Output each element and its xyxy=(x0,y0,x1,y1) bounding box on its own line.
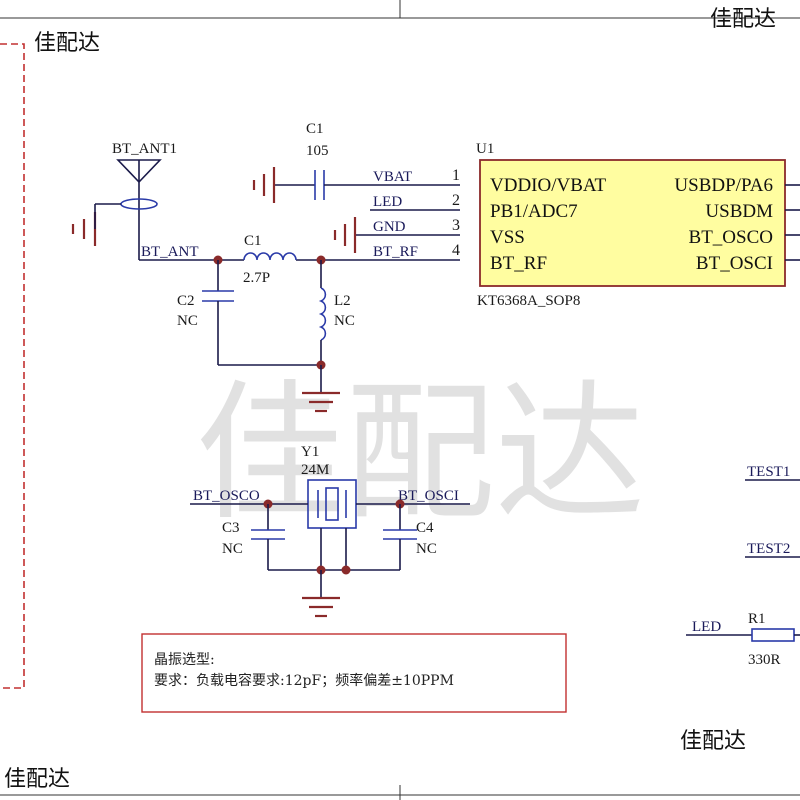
l2-ref: L2 xyxy=(334,293,351,309)
junction-crystal-gnd-2 xyxy=(341,565,351,575)
note-line-1: 晶振选型: xyxy=(154,652,215,668)
u1-pin-label-7: USBDM xyxy=(705,201,773,222)
c4-value: NC xyxy=(416,541,437,557)
net-label-bt-osco: BT_OSCO xyxy=(193,488,260,504)
y1-ref: Y1 xyxy=(301,444,319,460)
ground-symbol-2 xyxy=(302,570,340,618)
u1-pin-label-3: VSS xyxy=(490,227,525,248)
l1-ref: C1 xyxy=(244,233,262,249)
r1-ref: R1 xyxy=(748,611,766,627)
watermark-bottom-left: 佳配达 xyxy=(4,767,70,792)
u1-pin-label-4: BT_RF xyxy=(490,253,547,274)
l1-value: 2.7P xyxy=(243,270,270,286)
capacitor-c1: C1 105 xyxy=(252,121,460,203)
chip-u1: U1 VDDIO/VBAT PB1/ADC7 VSS BT_RF USBDP/P… xyxy=(476,141,800,309)
left-dashed-box xyxy=(0,43,25,689)
center-watermark: 佳配达 xyxy=(195,367,645,541)
u1-pin-num-3: 3 xyxy=(452,217,460,234)
antenna-symbol: BT_ANT1 xyxy=(71,141,177,260)
capacitor-c4: C4 NC xyxy=(383,504,437,570)
net-label-bt-rf: BT_RF xyxy=(373,244,418,260)
inductor-l2: L2 NC xyxy=(318,260,355,365)
bt-ant-net-label: BT_ANT xyxy=(141,244,199,260)
c4-ref: C4 xyxy=(416,520,434,536)
watermark-top-right: 佳配达 xyxy=(710,7,776,32)
u1-pin-num-1: 1 xyxy=(452,167,460,184)
u1-pin-num-2: 2 xyxy=(452,192,460,209)
capacitor-c2: C2 NC xyxy=(177,260,234,365)
u1-pin-label-2: PB1/ADC7 xyxy=(490,201,578,222)
c3-ref: C3 xyxy=(222,520,240,536)
antenna-ref: BT_ANT1 xyxy=(112,141,177,157)
capacitor-c3: C3 NC xyxy=(222,504,285,570)
net-label-test1: TEST1 xyxy=(747,464,790,480)
resistor-r1: LED R1 330R xyxy=(686,611,800,668)
crystal-note-box: 晶振选型: 要求：负载电容要求:12pF；频率偏差±10PPM xyxy=(141,633,567,713)
c1-value: 105 xyxy=(306,143,329,159)
u1-part-name: KT6368A_SOP8 xyxy=(477,293,580,309)
inductor-l1: C1 2.7P xyxy=(243,233,297,286)
u1-pin-num-4: 4 xyxy=(452,242,460,259)
u1-pin-label-8: USBDP/PA6 xyxy=(674,175,773,196)
net-label-test2: TEST2 xyxy=(747,541,790,557)
u1-pin-label-5: BT_OSCI xyxy=(696,253,773,274)
watermark-top-left: 佳配达 xyxy=(34,31,100,56)
c2-value: NC xyxy=(177,313,198,329)
u1-ref: U1 xyxy=(476,141,494,157)
l2-value: NC xyxy=(334,313,355,329)
note-line-2: 要求：负载电容要求:12pF；频率偏差±10PPM xyxy=(154,672,454,689)
u1-body xyxy=(479,159,786,287)
net-label-led-r1: LED xyxy=(692,619,721,635)
c3-value: NC xyxy=(222,541,243,557)
net-label-led: LED xyxy=(373,194,402,210)
net-label-gnd: GND xyxy=(373,219,406,235)
ground-symbol-1 xyxy=(302,365,340,413)
c1-ref: C1 xyxy=(306,121,324,137)
u1-pin-label-6: BT_OSCO xyxy=(689,227,773,248)
gnd-net xyxy=(333,217,460,253)
r1-value: 330R xyxy=(748,652,781,668)
y1-value: 24M xyxy=(301,462,329,478)
u1-pin-label-1: VDDIO/VBAT xyxy=(490,175,607,196)
net-label-bt-osci: BT_OSCI xyxy=(398,488,459,504)
c2-ref: C2 xyxy=(177,293,195,309)
net-label-vbat: VBAT xyxy=(373,169,412,185)
watermark-bottom-right: 佳配达 xyxy=(680,729,746,754)
